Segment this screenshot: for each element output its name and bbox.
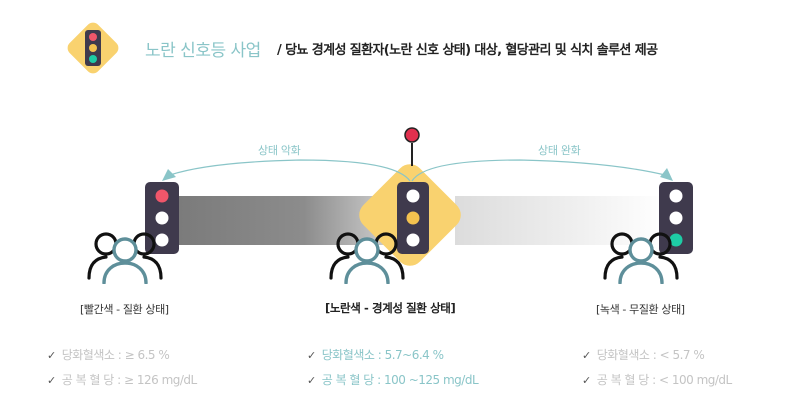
green-criteria-list: ✓당화혈색소 : < 5.7 % ✓공 복 혈 당 : < 100 mg/dL — [582, 343, 732, 393]
criteria-item: ✓공 복 혈 당 : ≥ 126 mg/dL — [47, 373, 197, 387]
yellow-criteria-list: ✓당화혈색소 : 5.7~6.4 % ✓공 복 혈 당 : 100 ~125 m… — [307, 343, 479, 393]
arrow-left-icon — [162, 169, 176, 181]
people-group-icon — [87, 232, 163, 284]
check-icon: ✓ — [307, 374, 316, 387]
criteria-item: ✓당화혈색소 : ≥ 6.5 % — [47, 348, 170, 362]
criteria-item: ✓당화혈색소 : < 5.7 % — [582, 348, 705, 362]
page-subtitle: / 당뇨 경계성 질환자(노란 신호 상태) 대상, 혈당관리 및 식치 솔루션… — [277, 43, 658, 58]
people-group-icon — [329, 232, 405, 284]
criteria-item: ✓공 복 혈 당 : < 100 mg/dL — [582, 373, 732, 387]
yellow-traffic-light-icon — [397, 182, 429, 254]
worsening-label: 상태 악화 — [258, 144, 301, 157]
check-icon: ✓ — [307, 349, 316, 362]
red-criteria-list: ✓당화혈색소 : ≥ 6.5 % ✓공 복 혈 당 : ≥ 126 mg/dL — [47, 343, 197, 393]
page-title: 노란 신호등 사업 — [145, 41, 261, 61]
check-icon: ✓ — [47, 374, 56, 387]
red-state-label: [빨간색 - 질환 상태] — [80, 303, 169, 316]
arrow-right-icon — [660, 168, 673, 181]
criteria-item: ✓공 복 혈 당 : 100 ~125 mg/dL — [307, 373, 479, 387]
yellow-state-label: [노란색 - 경계성 질환 상태] — [325, 301, 456, 315]
red-traffic-light-icon — [145, 182, 179, 254]
check-icon: ✓ — [47, 349, 56, 362]
check-icon: ✓ — [582, 349, 591, 362]
criteria-item: ✓당화혈색소 : 5.7~6.4 % — [307, 348, 444, 362]
traffic-light-diamond-icon — [67, 22, 119, 74]
people-group-icon — [603, 232, 679, 284]
improving-label: 상태 완화 — [538, 144, 581, 157]
check-icon: ✓ — [582, 374, 591, 387]
green-state-label: [녹색 - 무질환 상태] — [596, 303, 685, 316]
